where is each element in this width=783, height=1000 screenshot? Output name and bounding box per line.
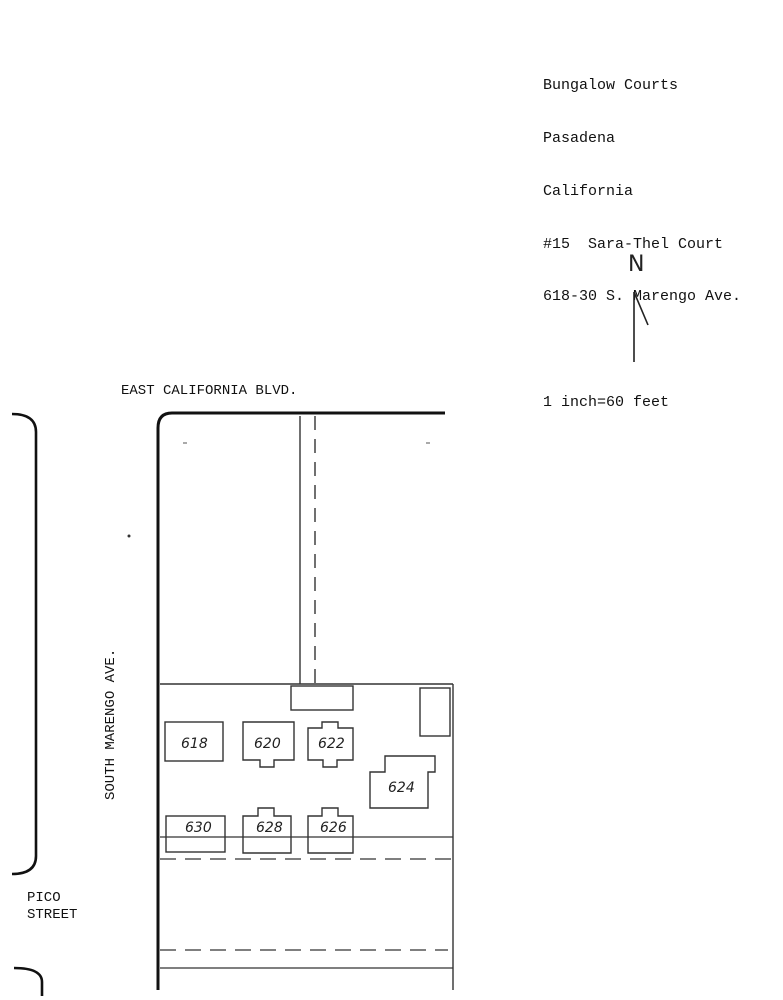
bungalow-622: 622 <box>307 721 354 768</box>
street-curb-corner <box>156 411 445 990</box>
north-arrow: N <box>628 252 649 362</box>
scale-note: 1 inch=60 feet <box>543 394 670 412</box>
title-line-address: 618-30 S. Marengo Ave. <box>543 288 742 306</box>
bungalow-622-label: 622 <box>318 736 345 752</box>
north-arrow-head <box>633 291 649 326</box>
bungalow-618-label: 618 <box>181 736 208 752</box>
bungalow-628-outline <box>242 807 292 854</box>
street-label-pico-line1: PICO <box>27 890 61 906</box>
bungalow-624-outline <box>369 755 436 809</box>
bungalow-620: 620 <box>242 721 295 768</box>
bungalow-630: 630 <box>165 815 226 853</box>
bungalow-628: 628 <box>242 807 292 854</box>
scan-speck <box>127 534 131 538</box>
bungalow-630-label: 630 <box>185 820 212 836</box>
outbuilding <box>419 687 451 737</box>
title-line-state: California <box>543 182 634 200</box>
bungalow-628-label: 628 <box>256 820 283 836</box>
title-line-court: #15 Sara-Thel Court <box>543 235 724 253</box>
driveway <box>299 416 316 684</box>
bungalow-630-outline <box>165 815 226 853</box>
title-block: Bungalow Courts Pasadena California #15 … <box>543 42 741 429</box>
bungalow-626-label: 626 <box>320 820 347 836</box>
bungalow-620-outline <box>242 721 295 768</box>
bungalow-624: 624 <box>369 755 436 809</box>
bungalow-618-outline <box>164 721 224 762</box>
bungalow-626: 626 <box>307 807 354 854</box>
north-letter: N <box>628 252 644 277</box>
street-label-pico-line2: STREET <box>27 907 77 923</box>
block-bracket-lower <box>13 966 44 996</box>
street-label-east-california: EAST CALIFORNIA BLVD. <box>121 383 297 399</box>
bungalow-622-outline <box>307 721 354 768</box>
title-line-name: Bungalow Courts <box>543 77 679 95</box>
title-line-city: Pasadena <box>543 129 616 147</box>
street-label-south-marengo: SOUTH MARENGO AVE. <box>103 649 119 800</box>
garage <box>290 685 354 711</box>
bungalow-624-label: 624 <box>388 780 415 796</box>
bungalow-618: 618 <box>164 721 224 762</box>
block-bracket <box>11 412 38 876</box>
bungalow-626-outline <box>307 807 354 854</box>
bungalow-620-label: 620 <box>254 736 281 752</box>
